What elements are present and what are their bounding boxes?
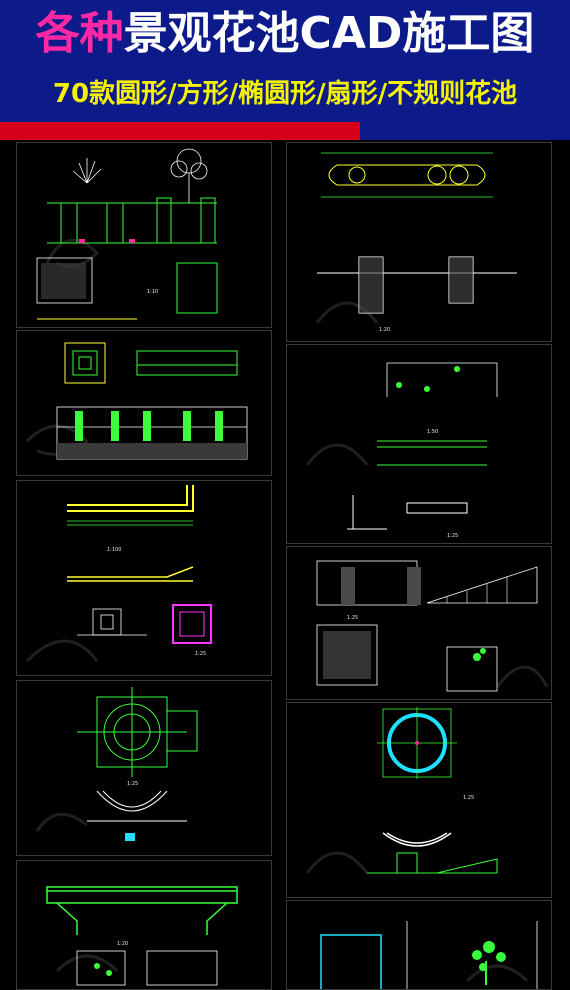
title-banner: 各种景观花池CAD施工图 70款圆形/方形/椭圆形/扇形/不规则花池 [0, 0, 570, 140]
svg-text:1:25: 1:25 [463, 795, 474, 801]
planter-plant-elevation-drawing [320, 921, 538, 989]
planter-section-drawing: 1:10 [36, 148, 218, 320]
cad-sheet-right-2: 1:50 1:25 [286, 344, 552, 544]
cad-sheet-right-3: 1:25 [286, 546, 552, 700]
square-planter-drawing [25, 342, 248, 460]
svg-text:1:10: 1:10 [147, 289, 158, 295]
planter-bench-elevation-drawing: 1:20 [46, 886, 238, 986]
svg-text:1:20: 1:20 [117, 941, 128, 947]
cad-sheet-left-5: 1:20 [16, 860, 272, 990]
title-accent: 各种 [35, 8, 124, 59]
svg-text:1:50: 1:50 [427, 429, 438, 435]
red-divider-stripe [0, 122, 360, 140]
cad-sheet-left-3: 1:100 1:25 [16, 480, 272, 676]
round-planter-drawing: 1:25 [35, 687, 198, 841]
cad-sheet-left-4: 1:25 [16, 680, 272, 856]
oval-planter-drawing: 1:20 [315, 152, 517, 333]
svg-text:1:25: 1:25 [347, 615, 358, 621]
svg-text:1:25: 1:25 [195, 651, 206, 657]
circular-planter-detail-drawing: 1:25 [305, 707, 498, 874]
blue-divider-stripe [360, 122, 570, 140]
cad-sheet-left-1: 1:10 [16, 142, 272, 328]
cad-drawing-collage: 1:10 [0, 140, 570, 990]
page-title: 各种景观花池CAD施工图 [0, 4, 570, 64]
title-main: 景观花池CAD施工图 [123, 8, 535, 59]
svg-text:1:20: 1:20 [379, 327, 390, 333]
cad-sheet-right-1: 1:20 [286, 142, 552, 342]
cad-sheet-right-4: 1:25 [286, 702, 552, 898]
planter-steps-section-drawing: 1:50 1:25 [305, 362, 498, 539]
cad-sheet-right-5 [286, 900, 552, 990]
cad-sheet-left-2 [16, 330, 272, 476]
page-subtitle: 70款圆形/方形/椭圆形/扇形/不规则花池 [52, 79, 518, 109]
long-planter-plan-drawing: 1:100 1:25 [25, 485, 212, 663]
svg-text:1:25: 1:25 [447, 533, 458, 539]
ramp-planter-elevation-drawing: 1:25 [316, 560, 549, 692]
svg-text:1:25: 1:25 [127, 781, 138, 787]
svg-text:1:100: 1:100 [107, 547, 121, 553]
